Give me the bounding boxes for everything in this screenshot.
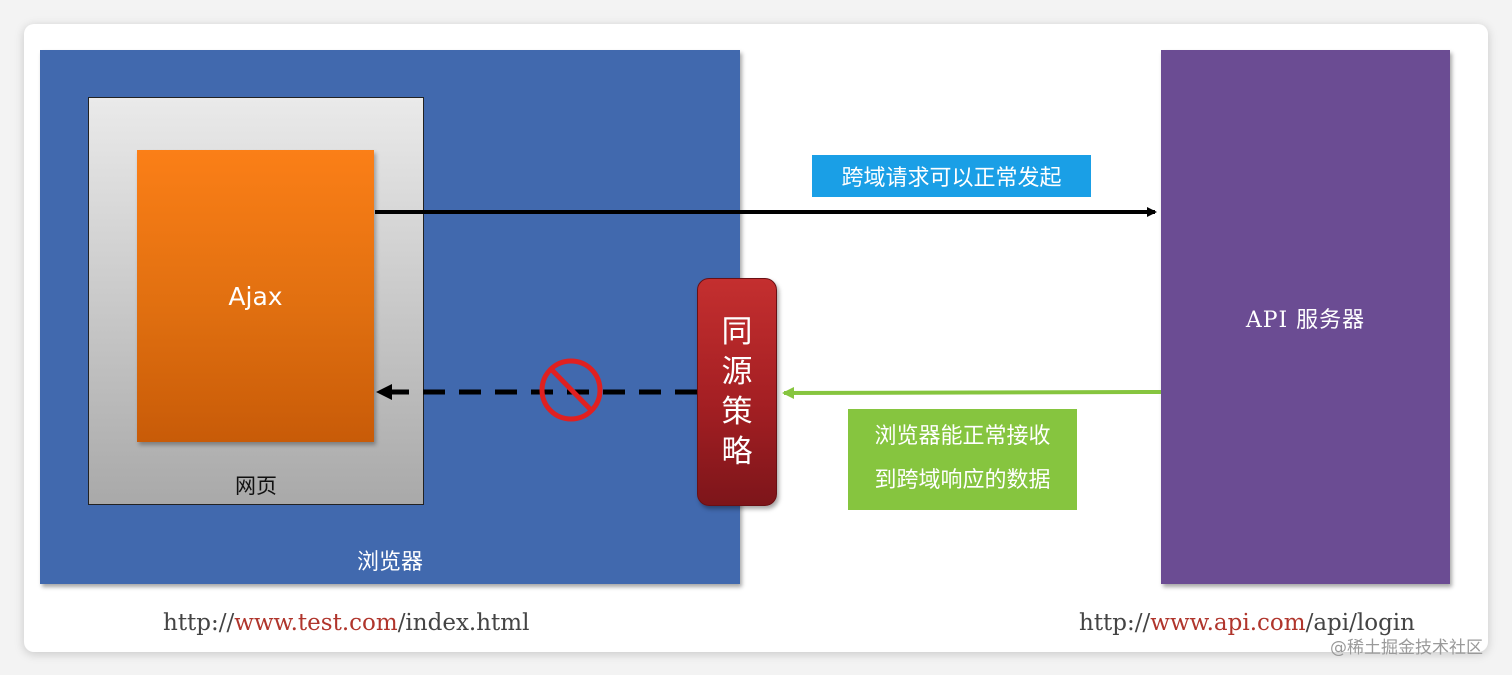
same-origin-policy-label: 同源策略 [721, 314, 753, 470]
ajax-box: Ajax [137, 150, 374, 442]
response-note-line1: 浏览器能正常接收 [874, 424, 1051, 449]
server-url-path: /api/login [1305, 610, 1415, 636]
server-url: http://www.api.com/api/login [1079, 610, 1415, 636]
ajax-label: Ajax [228, 282, 283, 311]
api-server-box: API 服务器 [1161, 50, 1450, 584]
server-url-host: www.api.com [1150, 610, 1306, 636]
response-arrow [782, 386, 1162, 399]
blocked-arrow-head [376, 384, 392, 400]
server-url-prefix: http:// [1079, 610, 1151, 636]
browser-label: 浏览器 [356, 550, 423, 575]
webpage-label: 网页 [235, 474, 277, 498]
api-server-label: API 服务器 [1245, 308, 1366, 333]
request-note: 跨域请求可以正常发起 [812, 155, 1091, 197]
response-note: 浏览器能正常接收 到跨域响应的数据 [848, 409, 1077, 510]
browser-url: http://www.test.com/index.html [163, 610, 529, 636]
webpage-box: Ajax 网页 [88, 97, 424, 505]
browser-box: Ajax 网页 浏览器 [40, 50, 740, 584]
watermark: @稀土掘金技术社区 [1330, 638, 1483, 658]
response-note-line2: 到跨域响应的数据 [874, 468, 1051, 493]
browser-url-prefix: http:// [163, 610, 235, 636]
browser-url-path: /index.html [397, 610, 530, 636]
prohibited-icon [539, 358, 603, 422]
same-origin-policy-box: 同源策略 [697, 278, 777, 506]
browser-url-host: www.test.com [234, 610, 398, 636]
